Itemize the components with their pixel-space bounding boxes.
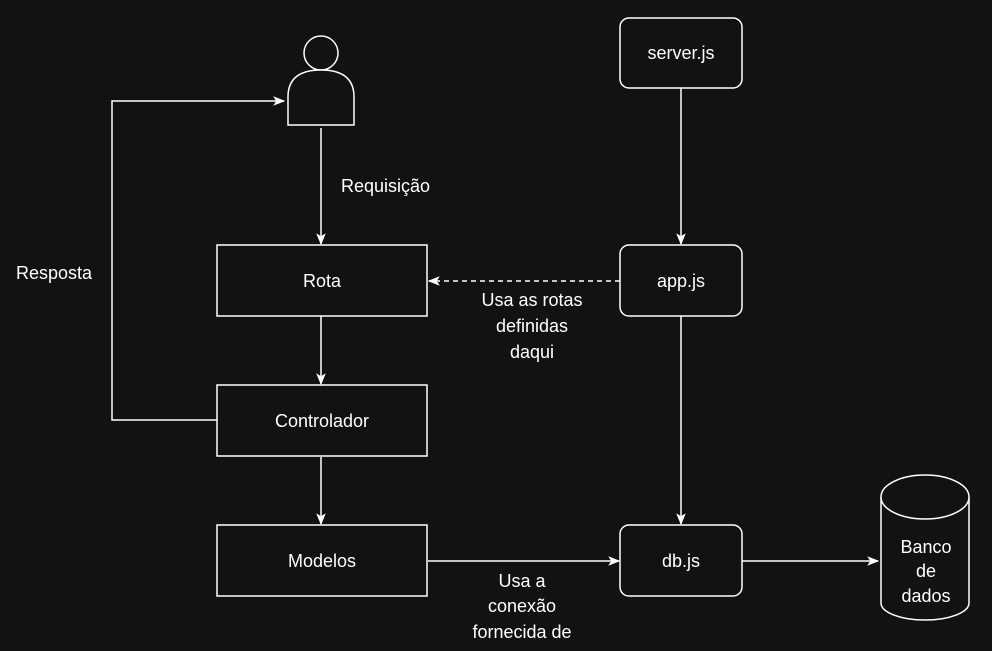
node-app: app.js [619,244,743,317]
node-banco-label-line-3: dados [901,586,950,606]
node-modelos-label: Modelos [288,551,356,571]
edge-controlador-to-user-response [111,96,286,421]
database-icon: Banco de dados [880,474,970,621]
node-server-label: server.js [647,43,714,63]
edge-label-conexao-line-3: fornecida de [472,622,571,642]
edge-label-requisicao: Requisição [341,176,430,196]
edge-label-conexao-line-1: Usa a [498,571,546,591]
node-rota-label: Rota [303,271,342,291]
node-rota: Rota [216,244,428,317]
node-controlador-label: Controlador [275,411,369,431]
node-banco-label-line-1: Banco [900,537,951,557]
edge-label-resposta: Resposta [16,263,93,283]
node-controlador: Controlador [216,384,428,457]
node-db-label: db.js [662,551,700,571]
edge-label-rotas-line-1: Usa as rotas [481,290,582,310]
node-banco-label-line-2: de [916,561,936,581]
node-app-label: app.js [657,271,705,291]
edge-label-conexao-line-2: conexão [488,596,556,616]
edge-label-rotas-line-2: definidas [496,316,568,336]
user-icon [287,35,355,126]
node-modelos: Modelos [216,524,428,597]
node-db: db.js [619,524,743,597]
node-server: server.js [619,17,743,89]
edge-label-rotas-line-3: daqui [510,342,554,362]
